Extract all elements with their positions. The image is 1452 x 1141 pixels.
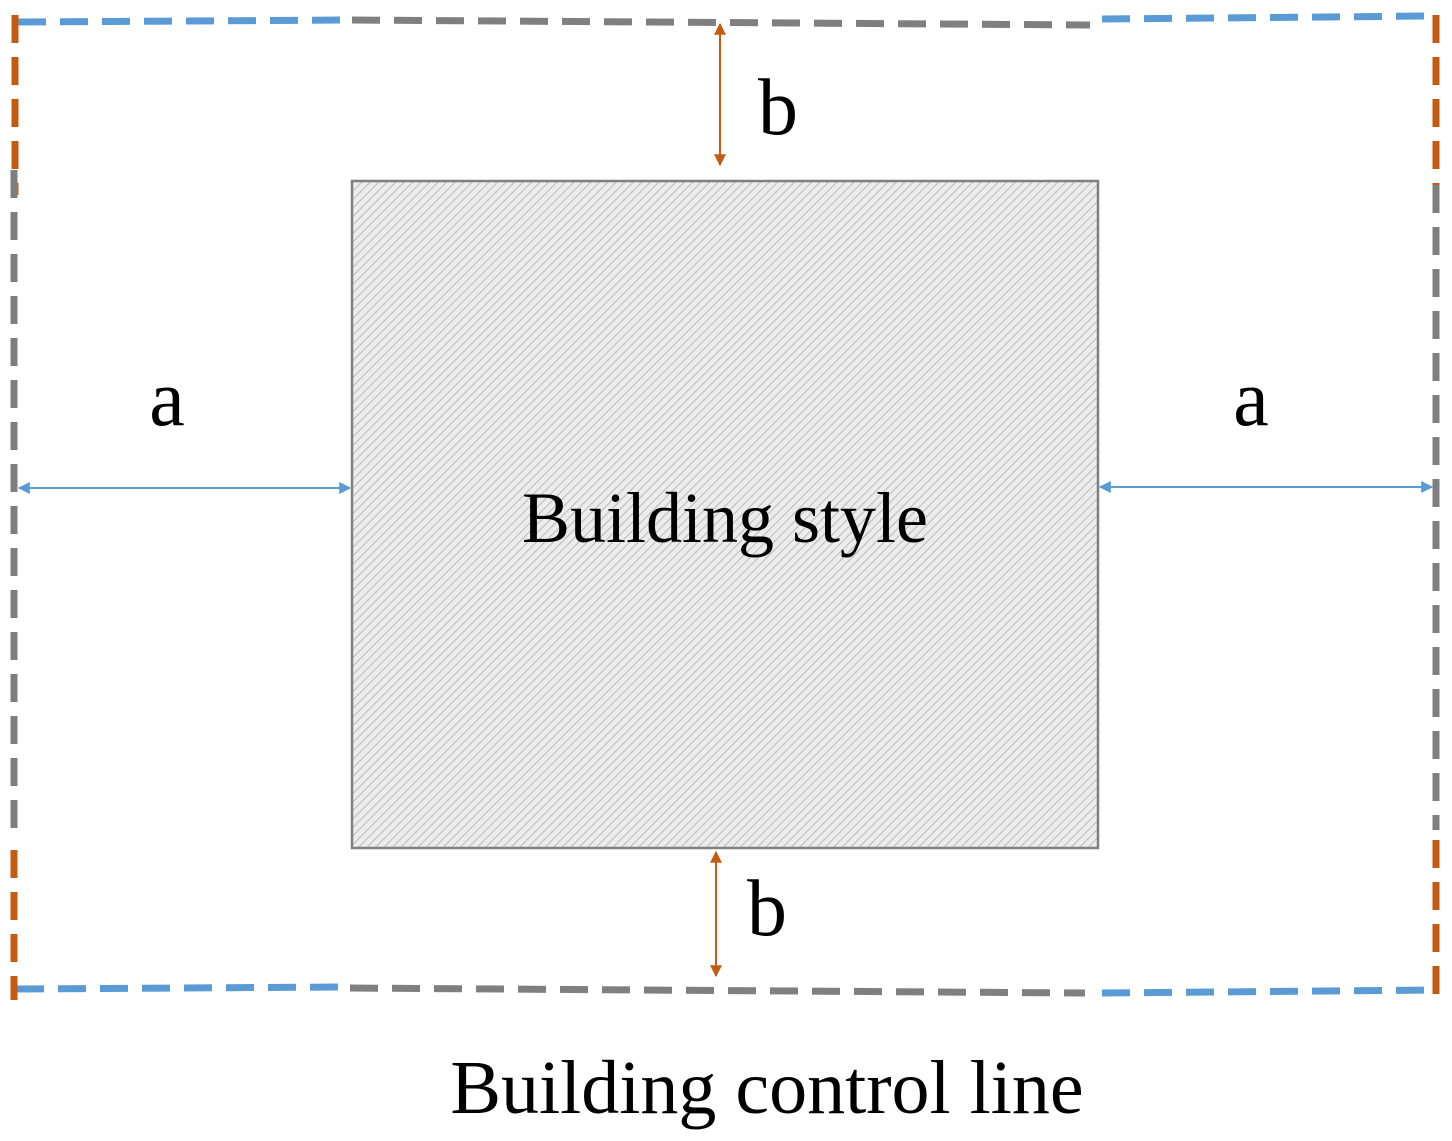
left-setback-label: a bbox=[149, 355, 185, 443]
building-label: Building style bbox=[522, 478, 928, 558]
control-line-boundary bbox=[10, 12, 1440, 1000]
diagram-caption: Building control line bbox=[450, 1046, 1083, 1130]
bottom-setback-label: b bbox=[747, 865, 787, 953]
bottom-edge-left-blue bbox=[15, 983, 346, 993]
top-setback-label: b bbox=[758, 64, 798, 152]
building-footprint bbox=[350, 179, 1100, 850]
right-setback-label: a bbox=[1233, 355, 1269, 443]
bottom-edge-middle-gray bbox=[349, 984, 1086, 997]
top-edge-middle-gray bbox=[351, 16, 1091, 29]
top-edge-left-blue bbox=[17, 16, 351, 26]
top-edge-right-blue bbox=[1101, 12, 1431, 23]
bottom-edge-right-blue bbox=[1101, 986, 1439, 997]
